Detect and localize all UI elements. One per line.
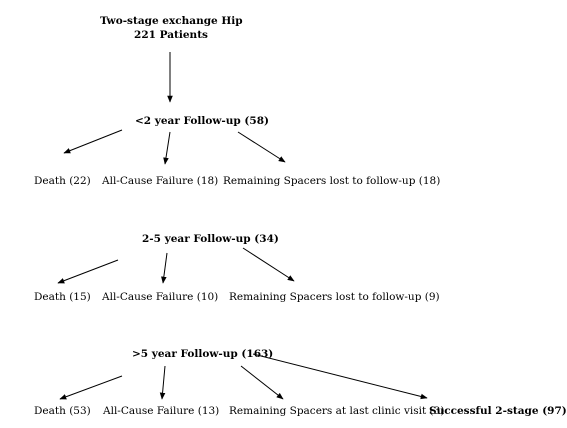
group-2-outcome-failure: All-Cause Failure (10) — [102, 291, 219, 303]
arrow-g1-death — [63, 129, 123, 154]
group-3-label: >5 year Follow-up (163) — [132, 348, 274, 360]
group-2-label: 2-5 year Follow-up (34) — [142, 233, 279, 245]
flow-diagram — [57, 52, 428, 400]
arrow-g2-spacers — [242, 247, 295, 282]
group-3-outcome-spacers: Remaining Spacers at last clinic visit (… — [229, 405, 445, 417]
group-1-outcome-death: Death (22) — [34, 175, 91, 187]
arrow-g1-spacers — [237, 131, 286, 163]
arrow-g2-death — [57, 259, 119, 284]
arrow-g3-success — [252, 353, 428, 400]
group-1-outcome-spacers: Remaining Spacers lost to follow-up (18) — [223, 175, 441, 187]
arrow-g3-death — [59, 375, 123, 400]
group-1-label: <2 year Follow-up (58) — [135, 115, 269, 127]
group-3-outcome-death: Death (53) — [34, 405, 91, 417]
arrow-g2-failure — [161, 252, 168, 284]
group-2-outcome-death: Death (15) — [34, 291, 91, 303]
root-patients: 221 Patients — [134, 29, 208, 41]
group-2-outcome-spacers: Remaining Spacers lost to follow-up (9) — [229, 291, 440, 303]
group-3-outcome-failure: All-Cause Failure (13) — [103, 405, 220, 417]
arrow-g3-failure — [159, 365, 166, 400]
arrow-g1-failure — [163, 131, 171, 165]
arrow-g3-spacers — [240, 365, 284, 400]
group-3-outcome-success: Successful 2-stage (97) — [429, 405, 567, 417]
root-title: Two-stage exchange Hip — [100, 15, 243, 27]
group-1-outcome-failure: All-Cause Failure (18) — [102, 175, 219, 187]
